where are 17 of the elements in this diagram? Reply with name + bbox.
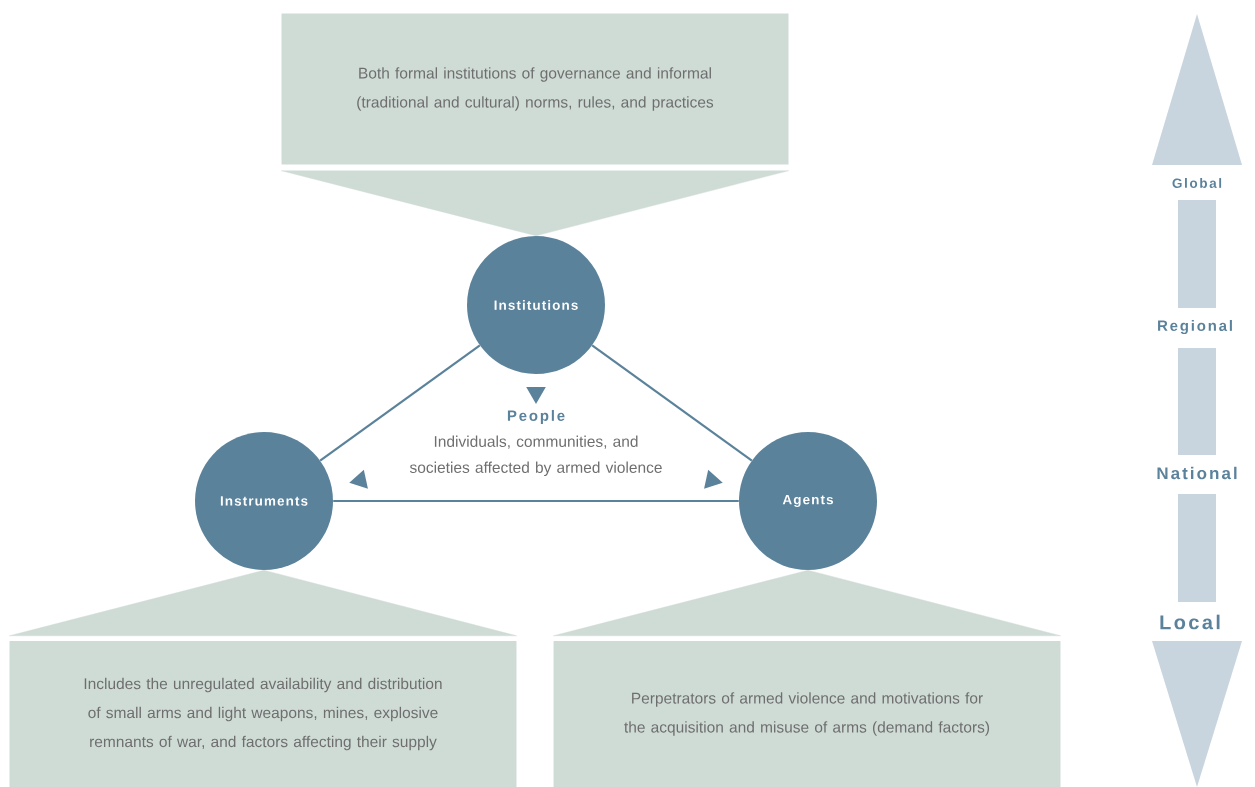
- description-box: Includes the unregulated availability and distribution of small arms and light weapons, mines, explosive remnants of war, and factors affecting their supply: [9, 641, 517, 787]
- description-box: Both formal institutions of governance and informal (traditional and cultural) norms, rules, and practices: [281, 13, 789, 165]
- arrowhead: [349, 469, 368, 489]
- description-box: Perpetrators of armed violence and motivations for the acquisition and misuse of arms (demand factors): [553, 641, 1061, 787]
- level-label: National: [1157, 466, 1237, 480]
- people-text: People Individuals, communities, and societies affected by armed violence: [409, 409, 662, 477]
- arrowhead: [526, 387, 546, 404]
- connector-line: [333, 499, 739, 503]
- connector-line: [591, 344, 753, 462]
- funnel-connector: [281, 170, 789, 236]
- level-label: Regional: [1158, 320, 1232, 335]
- arrowhead: [704, 469, 723, 489]
- connector-line: [319, 344, 481, 462]
- level-label: Global: [1172, 178, 1222, 188]
- funnel-connector: [9, 570, 517, 636]
- funnel-connector: [553, 570, 1061, 636]
- level-label: Local: [1160, 614, 1220, 630]
